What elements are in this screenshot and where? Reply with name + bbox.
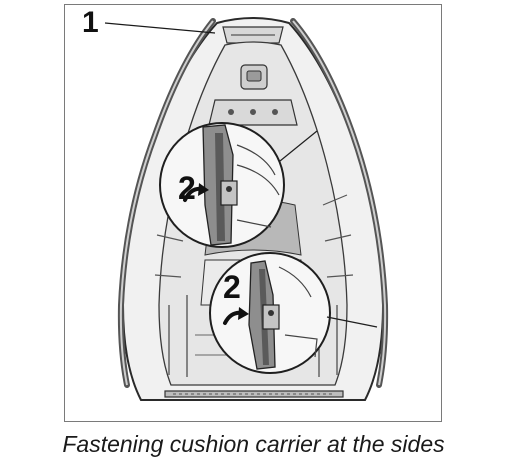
callout-part-2-lower: 2 (223, 269, 241, 305)
figure-frame (64, 4, 442, 422)
detail-view-lower (209, 252, 378, 374)
figure-caption: Fastening cushion carrier at the sides (62, 431, 445, 457)
callout-part-1: 1 (82, 6, 99, 39)
callout-part-2-upper: 2 (178, 170, 196, 206)
cushion-carrier-drawing (104, 17, 389, 401)
detail-view-upper (159, 122, 318, 248)
